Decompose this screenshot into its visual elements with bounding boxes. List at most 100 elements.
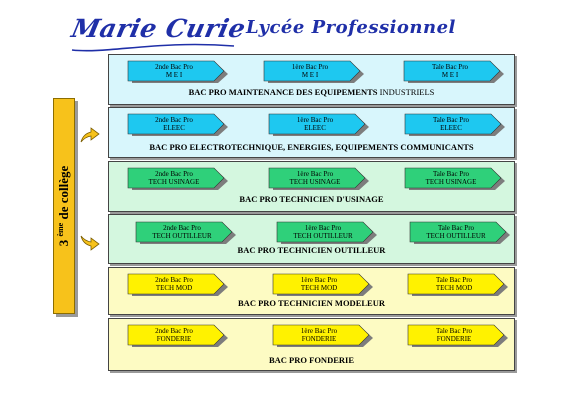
step-program-code: FONDERIE — [156, 335, 192, 343]
college-side-bar — [53, 98, 75, 314]
chevron-arrow-shape — [127, 167, 228, 190]
step-program-code: TECH MOD — [300, 284, 338, 292]
step-program-code: TECH MOD — [435, 284, 473, 292]
step-program-code: TECH OUTILLEUR — [426, 232, 486, 240]
step-program-code: ELEEC — [304, 124, 326, 132]
pathway-title-main: BAC PRO ELECTROTECHNIQUE, ENERGIES, EQUI… — [149, 142, 474, 152]
chevron-arrow-shape — [272, 273, 373, 296]
step-program-code: ELEEC — [440, 124, 462, 132]
step-program-code: TECH USINAGE — [425, 178, 477, 186]
chevron-arrow-shape — [276, 221, 377, 244]
chevron-arrow-shape — [407, 273, 508, 296]
pathway-title-main: BAC PRO FONDERIE — [268, 355, 354, 365]
pathway-title-suffix: INDUSTRIELS — [379, 87, 435, 97]
step-level-label: 1ère Bac Pro — [300, 327, 338, 335]
step-level-label: Tale Bac Pro — [437, 224, 475, 232]
college-side-label: 3 ème de collège — [55, 165, 72, 247]
chevron-arrow-shape — [127, 324, 228, 347]
chevron-arrow-shape — [272, 324, 373, 347]
step-level-label: 2nde Bac Pro — [155, 327, 193, 335]
step-level-label: 2nde Bac Pro — [155, 63, 193, 71]
step-program-code: TECH OUTILLEUR — [152, 232, 212, 240]
chevron-arrow-shape — [268, 167, 369, 190]
step-program-code: TECH MOD — [155, 284, 193, 292]
step-level-label: 1ère Bac Pro — [304, 224, 342, 232]
chevron-arrow-shape — [404, 113, 505, 136]
step-level-label: 1ère Bac Pro — [291, 63, 329, 71]
step-level-label: 2nde Bac Pro — [155, 170, 193, 178]
pathway-title-main: BAC PRO TECHNICIEN MODELEUR — [238, 298, 385, 308]
signature-logo: Marie Curie — [68, 14, 249, 43]
step-level-label: 2nde Bac Pro — [155, 116, 193, 124]
step-level-label: 2nde Bac Pro — [155, 276, 193, 284]
pathway-title: BAC PRO TECHNICIEN D'USINAGE — [109, 194, 514, 204]
step-level-label: 1ère Bac Pro — [296, 170, 334, 178]
chevron-arrow-shape — [268, 113, 369, 136]
step-program-code: FONDERIE — [301, 335, 337, 343]
chevron-arrow-shape — [403, 60, 504, 83]
pathway-title: BAC PRO ELECTROTECHNIQUE, ENERGIES, EQUI… — [109, 142, 514, 152]
step-level-label: 1ère Bac Pro — [296, 116, 334, 124]
step-program-code: M E I — [441, 71, 459, 79]
pathway-title: BAC PRO MAINTENANCE DES EQUIPEMENTS INDU… — [109, 87, 514, 97]
pathway-title: BAC PRO TECHNICIEN OUTILLEUR — [109, 245, 514, 255]
pathway-title-main: BAC PRO TECHNICIEN D'USINAGE — [239, 194, 384, 204]
curved-arrow-down-icon — [80, 235, 100, 251]
pathway-title-main: BAC PRO MAINTENANCE DES EQUIPEMENTS — [188, 87, 378, 97]
step-level-label: Tale Bac Pro — [432, 116, 470, 124]
step-level-label: Tale Bac Pro — [435, 276, 473, 284]
step-program-code: FONDERIE — [436, 335, 472, 343]
step-level-label: Tale Bac Pro — [432, 170, 470, 178]
chevron-arrow-shape — [407, 324, 508, 347]
step-program-code: M E I — [301, 71, 319, 79]
chevron-arrow-shape — [409, 221, 510, 244]
pathway-title: BAC PRO TECHNICIEN MODELEUR — [109, 298, 514, 308]
chevron-arrow-shape — [135, 221, 236, 244]
pathway-title-main: BAC PRO TECHNICIEN OUTILLEUR — [237, 245, 386, 255]
step-level-label: Tale Bac Pro — [431, 63, 469, 71]
step-level-label: Tale Bac Pro — [435, 327, 473, 335]
pathway-title: BAC PRO FONDERIE — [109, 355, 514, 365]
step-program-code: TECH USINAGE — [148, 178, 200, 186]
step-level-label: 1ère Bac Pro — [300, 276, 338, 284]
chevron-arrow-shape — [127, 113, 228, 136]
step-program-code: M E I — [165, 71, 183, 79]
step-program-code: TECH OUTILLEUR — [293, 232, 353, 240]
